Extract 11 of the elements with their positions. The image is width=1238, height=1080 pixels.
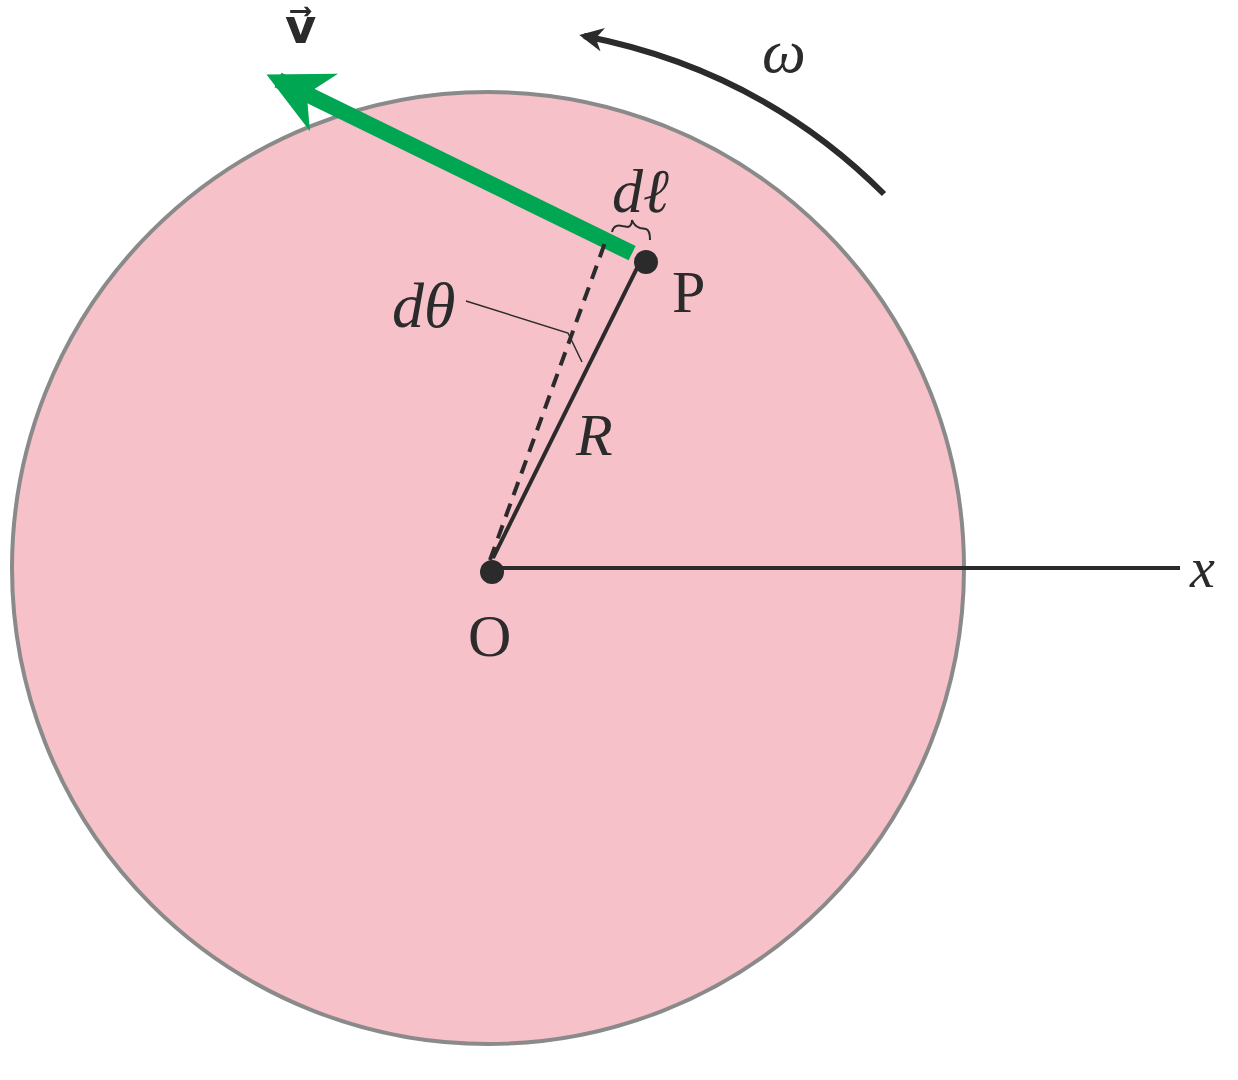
point-label: P xyxy=(672,262,706,322)
point-label: O xyxy=(468,606,512,666)
radius-line xyxy=(491,266,639,560)
velocity-arrow xyxy=(266,72,636,261)
edge-label: R xyxy=(576,405,613,465)
angle-label: dθ xyxy=(392,274,456,338)
axis-label: x xyxy=(1190,540,1215,596)
angular-velocity-label: ω xyxy=(762,20,806,82)
arc-length-label: dℓ xyxy=(612,160,669,222)
leader-line xyxy=(465,300,583,363)
edge-label: v⃗ xyxy=(285,2,317,50)
